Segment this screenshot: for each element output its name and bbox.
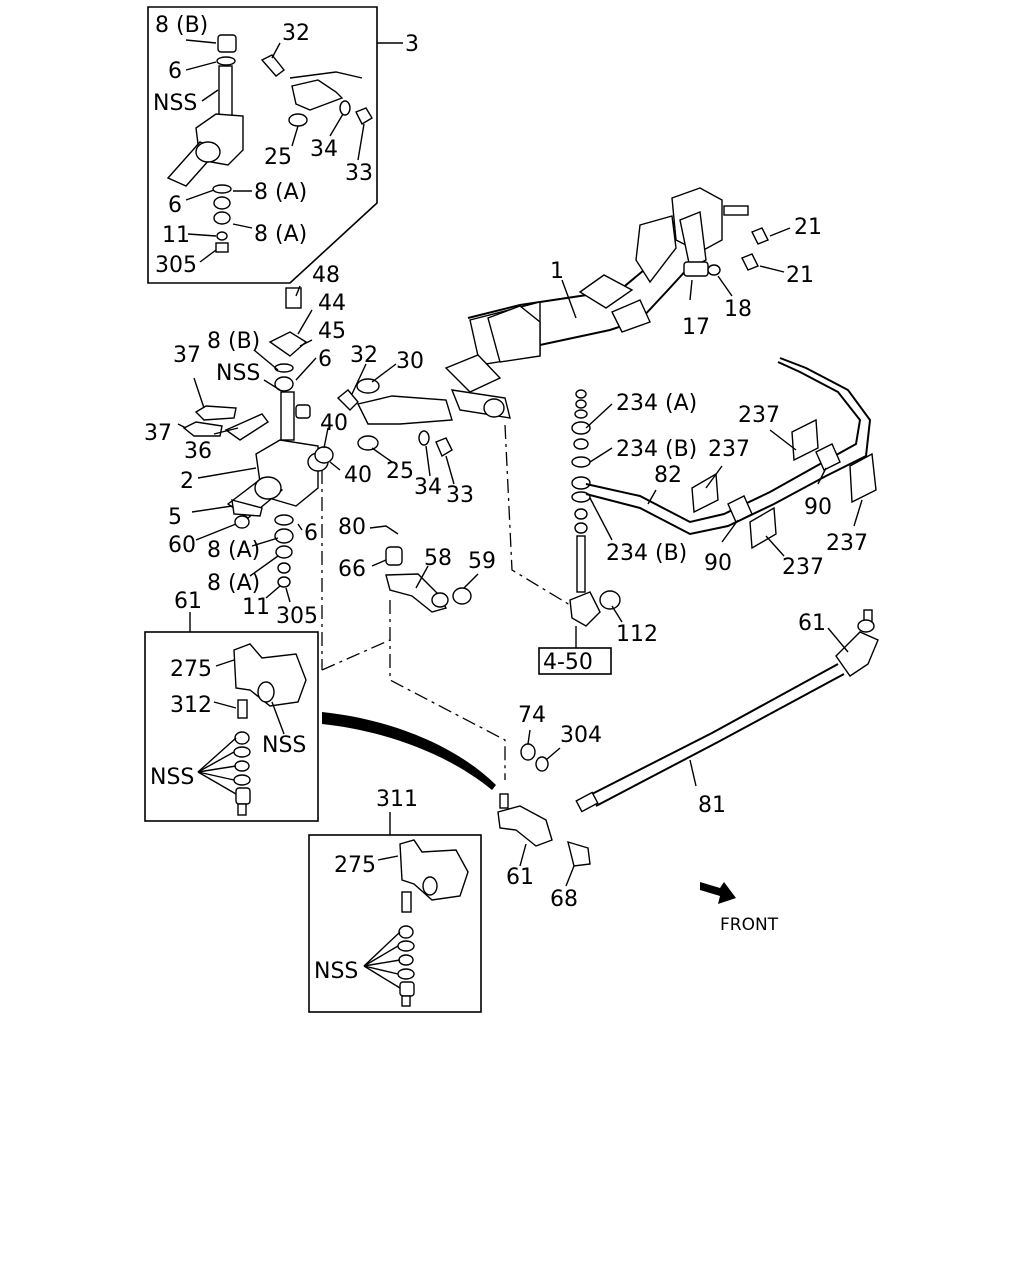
label-nss-inset61-left: NSS [150,765,194,790]
label-nss: NSS [216,361,260,386]
label-nss-inset: NSS [153,91,197,116]
label-18: 18 [724,297,752,322]
label-11: 11 [242,595,270,620]
label-275-inset311: 275 [334,853,376,878]
label-59: 59 [468,549,496,574]
tie-rod: 61 74 304 81 61 68 [322,609,879,912]
axle-beam: 1 17 18 21 21 [444,187,822,419]
label-45: 45 [318,319,346,344]
label-112: 112 [616,622,658,647]
label-ref-4-50[interactable]: 4-50 [543,650,593,675]
front-indicator: FRONT [700,882,779,935]
label-82: 82 [654,463,682,488]
label-8b-inset: 8 (B) [155,13,208,38]
drag-link-parts: 80 66 58 59 [338,515,496,613]
label-2: 2 [180,469,194,494]
label-21-upper: 21 [794,215,822,240]
reference-box-4-50[interactable] [538,647,612,675]
label-34: 34 [414,475,442,500]
label-90-right: 90 [804,495,832,520]
label-30: 30 [396,349,424,374]
label-58: 58 [424,546,452,571]
label-21-lower: 21 [786,263,814,288]
label-74: 74 [518,703,546,728]
label-25-inset: 25 [264,145,292,170]
label-40-upper: 40 [320,411,348,436]
label-311: 311 [376,787,418,812]
label-275-inset61: 275 [170,657,212,682]
label-5: 5 [168,505,182,530]
label-80: 80 [338,515,366,540]
label-40-lower: 40 [344,463,372,488]
label-61-top: 61 [798,611,826,636]
label-33: 33 [446,483,474,508]
label-304: 304 [560,723,602,748]
label-1: 1 [550,259,564,284]
label-305: 305 [276,604,318,629]
label-32-inset: 32 [282,21,310,46]
knuckle-assembly: 48 44 45 8 (B) 37 NSS 6 32 30 37 36 40 4… [144,263,571,780]
label-nss-inset61-right: NSS [262,733,306,758]
label-90-left: 90 [704,551,732,576]
label-48: 48 [312,263,340,288]
label-237-a: 237 [738,403,780,428]
label-32: 32 [350,343,378,368]
label-305-inset: 305 [155,253,197,278]
label-36: 36 [184,439,212,464]
label-nss-inset311: NSS [314,959,358,984]
label-34-inset: 34 [310,137,338,162]
label-234b-upper: 234 (B) [616,437,697,462]
inset-311: 311 275 NSS [308,787,482,1013]
label-37-lower: 37 [144,421,172,446]
label-6-inset: 6 [168,59,182,84]
label-8a1-inset: 8 (A) [254,180,307,205]
inset-3: 3 8 (B) 6 NSS 32 25 34 33 6 8 (A) 11 8 (… [147,6,419,284]
label-60: 60 [168,533,196,558]
label-6-lower: 6 [304,521,318,546]
label-312-inset61: 312 [170,693,212,718]
label-33-inset: 33 [345,161,373,186]
label-61-bottom: 61 [506,865,534,890]
label-81: 81 [698,793,726,818]
label-3: 3 [405,32,419,57]
label-17: 17 [682,315,710,340]
stabilizer: 4-50 234 (A) 234 (B) 82 234 (B) 237 237 … [538,357,877,675]
label-8a-upper: 8 (A) [207,538,260,563]
label-6b-inset: 6 [168,193,182,218]
label-25: 25 [386,459,414,484]
inset-61: 61 275 312 NSS NSS [144,589,319,822]
label-44: 44 [318,291,346,316]
label-8b: 8 (B) [207,329,260,354]
label-8a-lower: 8 (A) [207,571,260,596]
label-68: 68 [550,887,578,912]
label-234b-lower: 234 (B) [606,541,687,566]
label-66: 66 [338,557,366,582]
label-237-b: 237 [708,437,750,462]
label-front: FRONT [720,915,779,935]
label-237-d: 237 [782,555,824,580]
label-8a2-inset: 8 (A) [254,222,307,247]
label-6-upper: 6 [318,347,332,372]
front-direction-arrow-icon [700,882,736,904]
label-234a: 234 (A) [616,391,697,416]
label-11-inset: 11 [162,223,190,248]
label-37-upper: 37 [173,343,201,368]
label-61-left: 61 [174,589,202,614]
label-237-c: 237 [826,531,868,556]
